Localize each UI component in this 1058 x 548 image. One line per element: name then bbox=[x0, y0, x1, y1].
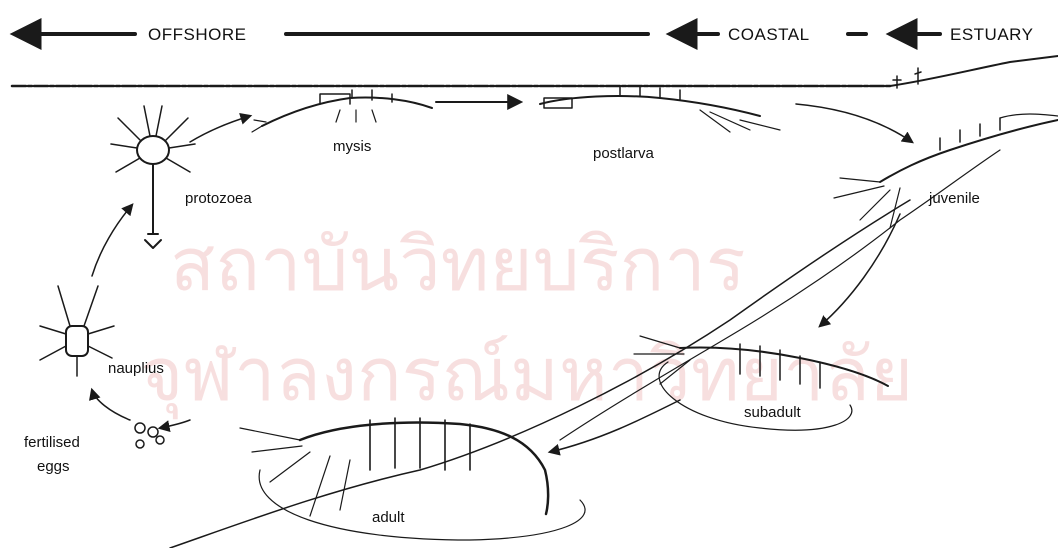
zone-label-offshore: OFFSHORE bbox=[148, 25, 246, 44]
zone-header: OFFSHORE COASTAL ESTUARY bbox=[16, 25, 1034, 44]
label-subadult: subadult bbox=[744, 404, 802, 421]
estuary-bank-line bbox=[1000, 114, 1058, 118]
label-protozoea: protozoea bbox=[185, 190, 252, 207]
adult-burrow bbox=[259, 470, 585, 540]
label-eggs-line-2: eggs bbox=[37, 458, 70, 475]
arrow-postlarva-to-juvenile bbox=[796, 104, 912, 142]
arrow-protozoea-to-mysis bbox=[190, 116, 250, 142]
arrow-eggs-to-nauplius bbox=[92, 390, 130, 420]
nauplius-icon bbox=[40, 286, 114, 376]
zone-label-coastal: COASTAL bbox=[728, 25, 810, 44]
zone-label-estuary: ESTUARY bbox=[950, 25, 1034, 44]
watermark-line-1: สถาบันวิทยบริการ bbox=[170, 222, 746, 308]
mysis-icon bbox=[252, 90, 432, 132]
label-adult: adult bbox=[372, 509, 405, 526]
adult-icon bbox=[240, 418, 548, 516]
watermark: สถาบันวิทยบริการ จุฬาลงกรณ์มหาวิทยาลัย bbox=[140, 222, 913, 420]
label-eggs-line-1: fertilised bbox=[24, 434, 80, 451]
juvenile-icon bbox=[834, 118, 1058, 228]
label-postlarva: postlarva bbox=[593, 145, 655, 162]
label-mysis: mysis bbox=[333, 138, 371, 155]
label-juvenile: juvenile bbox=[928, 190, 980, 207]
water-surface bbox=[12, 56, 1058, 118]
arrow-nauplius-to-protozoea bbox=[92, 205, 132, 276]
eggs-icon bbox=[135, 423, 164, 448]
arrow-adult-to-eggs bbox=[160, 420, 190, 428]
estuary-shoreline bbox=[890, 56, 1058, 86]
mangrove-plant-icon bbox=[893, 68, 921, 88]
postlarva-icon bbox=[540, 86, 780, 132]
label-nauplius: nauplius bbox=[108, 360, 164, 377]
